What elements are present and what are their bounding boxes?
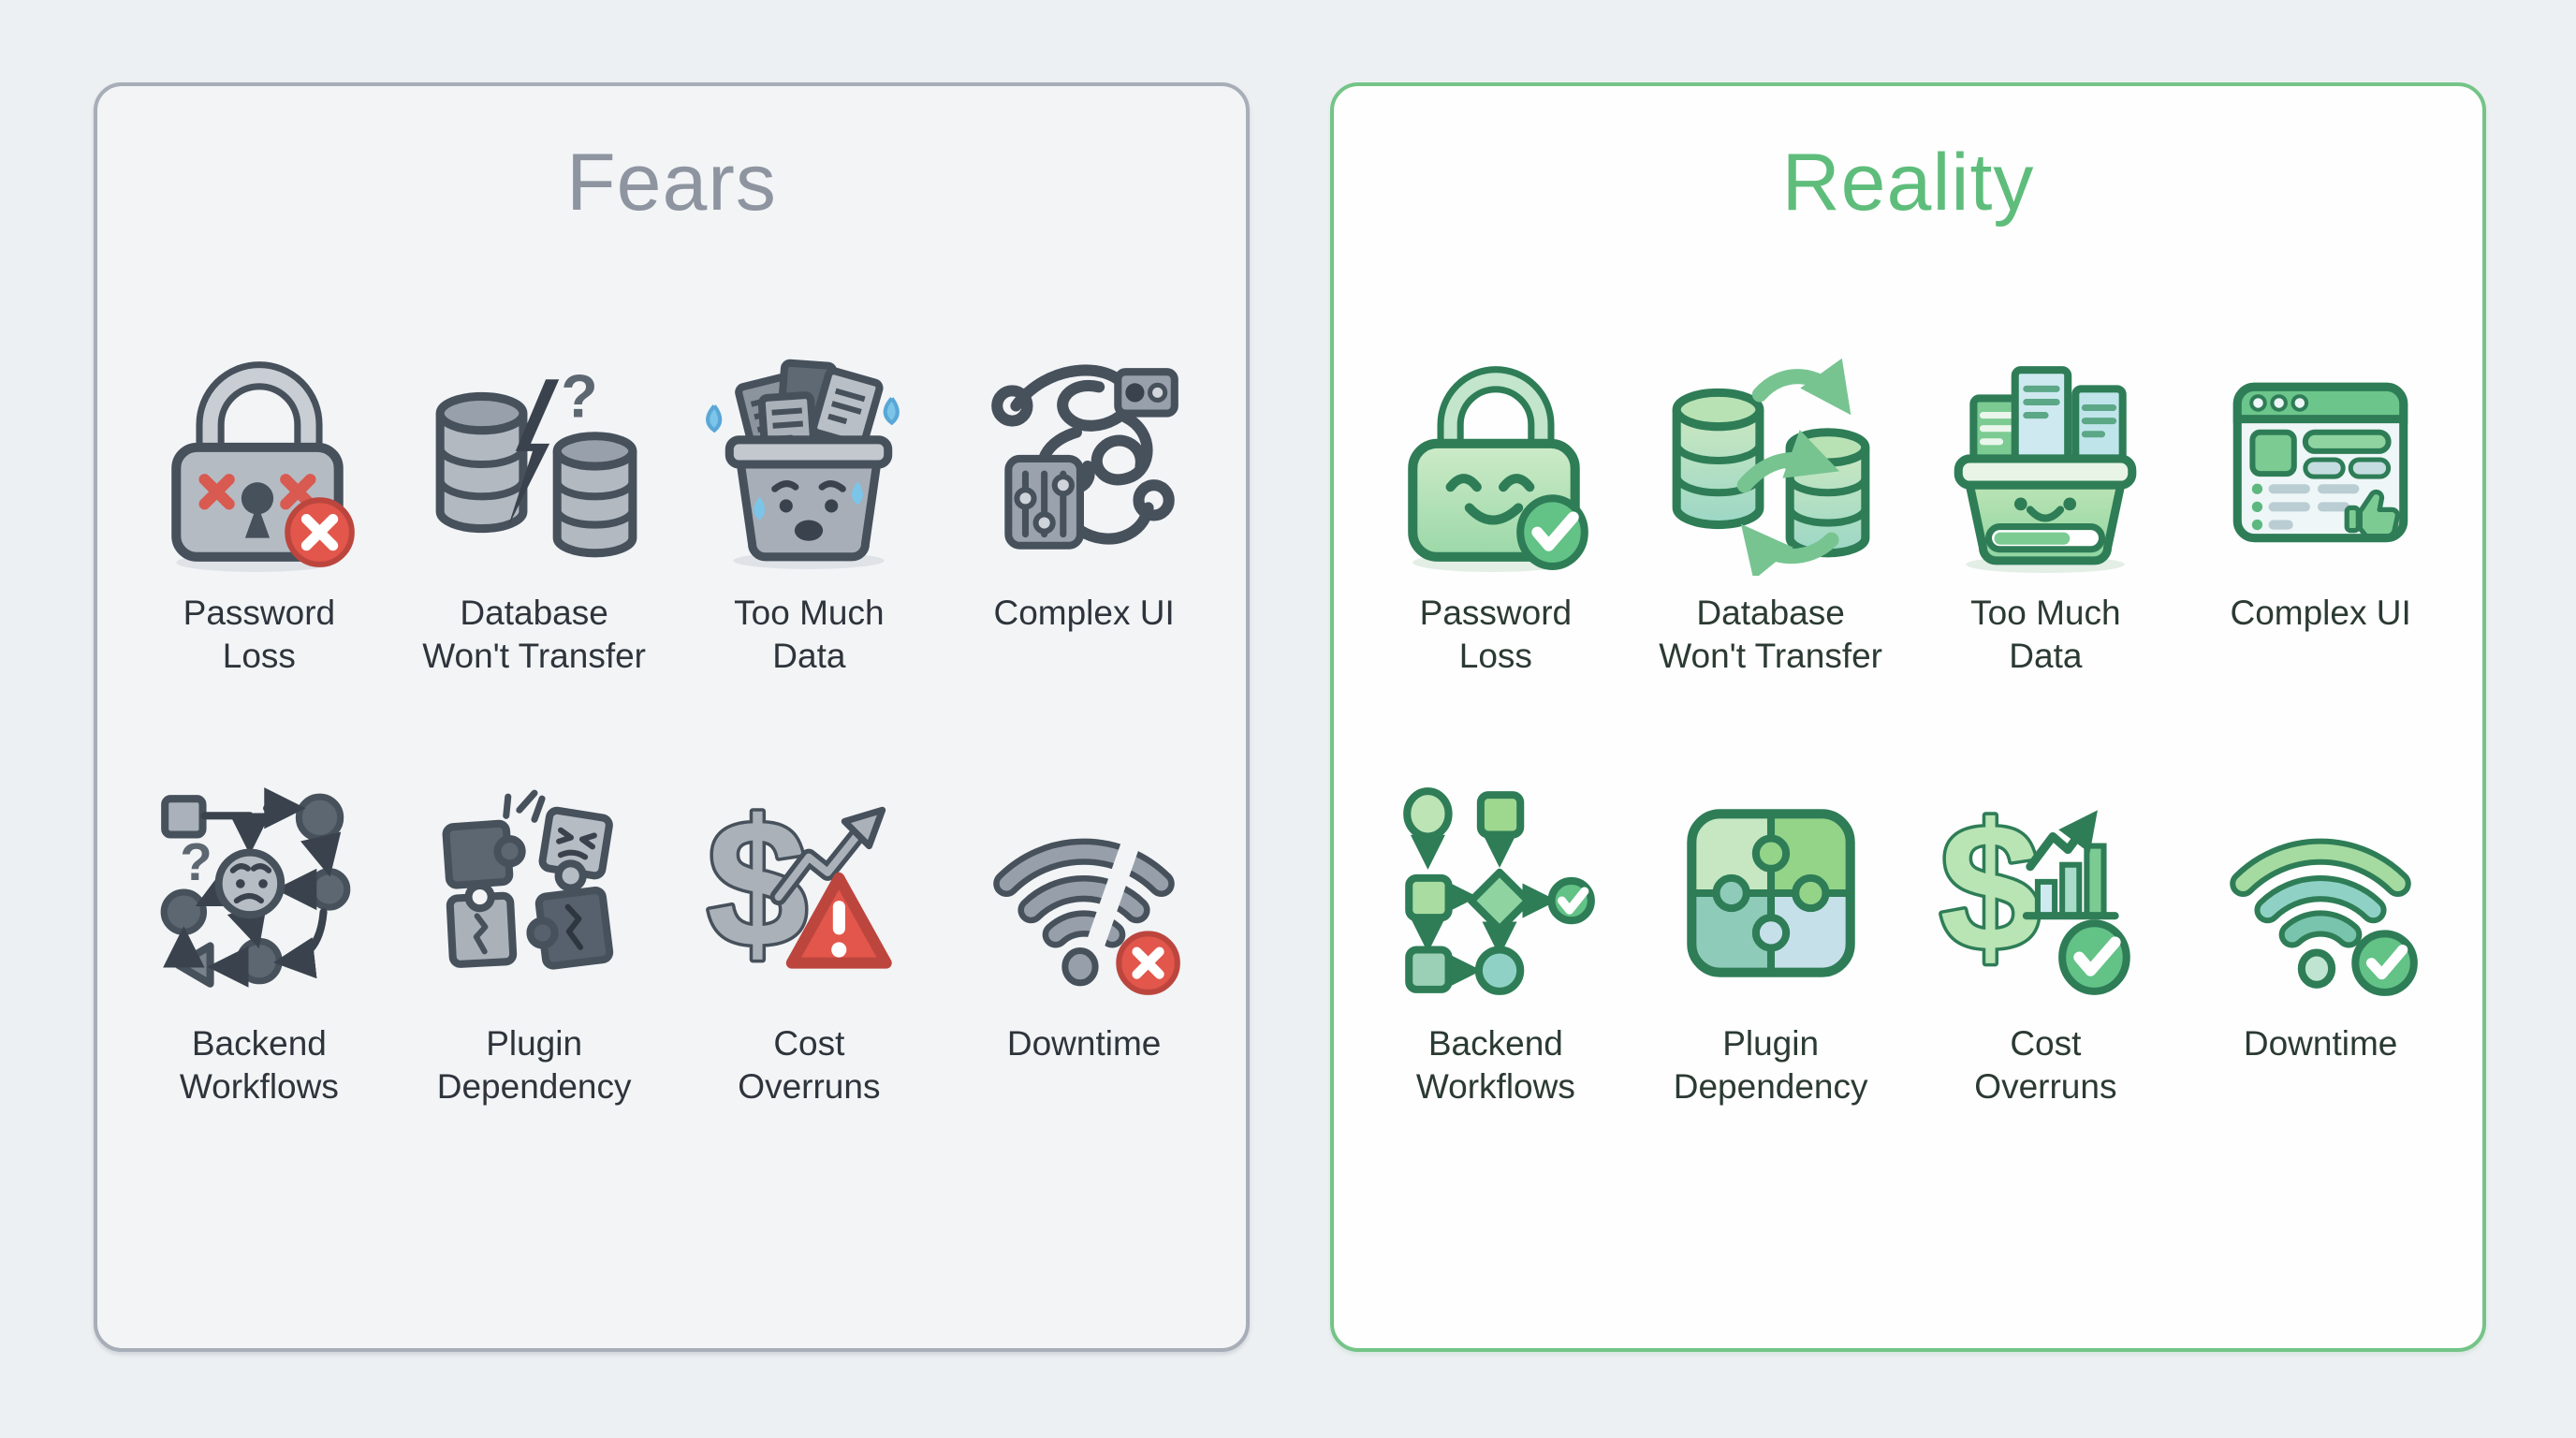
cost-approved-icon: $	[1927, 775, 2163, 1011]
item-label: Password Loss	[183, 594, 336, 676]
reality-panel: Reality	[1330, 82, 2486, 1352]
item-label: Database Won't Transfer	[1659, 594, 1882, 676]
item-label: Complex UI	[993, 594, 1175, 633]
wifi-online-icon	[2203, 775, 2438, 1011]
item-label: Plugin Dependency	[436, 1024, 632, 1106]
broken-puzzle-icon	[417, 775, 652, 1011]
item-label: Password Loss	[1419, 594, 1573, 676]
item-label: Backend Workflows	[1415, 1024, 1575, 1106]
reality-card-complex-ui: Complex UI	[2183, 345, 2458, 678]
reality-card-password-loss: Password Loss	[1358, 345, 1633, 678]
reality-card-plugin-dependency: Plugin Dependency	[1633, 775, 1909, 1108]
organized-data-icon	[1927, 345, 2163, 580]
fear-card-plugin-dependency: Plugin Dependency	[397, 775, 672, 1108]
item-label: Too Much Data	[734, 594, 885, 676]
reality-card-cost-overruns: $ Cost Overruns	[1909, 775, 2184, 1108]
svg-text:?: ?	[180, 832, 212, 891]
item-label: Database Won't Transfer	[422, 594, 646, 676]
database-broken-icon: ?	[417, 345, 652, 580]
fear-card-backend-workflows: ?	[122, 775, 397, 1108]
fears-title: Fears	[566, 138, 777, 227]
item-label: Backend Workflows	[179, 1024, 339, 1106]
tangled-wires-icon	[966, 345, 1202, 580]
reality-grid: Password Loss	[1334, 345, 2482, 1108]
reality-card-downtime: Downtime	[2183, 775, 2458, 1108]
svg-text:$: $	[1939, 787, 2041, 990]
svg-text:?: ?	[561, 363, 597, 431]
fear-card-downtime: Downtime	[946, 775, 1222, 1108]
fears-grid: Password Loss ? Database Won't Tra	[97, 345, 1246, 1108]
reality-title: Reality	[1781, 138, 2035, 227]
overflowing-bin-icon	[691, 345, 927, 580]
messy-flowchart-icon: ?	[141, 775, 377, 1011]
lock-secure-icon	[1378, 345, 1614, 580]
fear-card-too-much-data: Too Much Data	[672, 345, 947, 678]
reality-card-database: Database Won't Transfer	[1633, 345, 1909, 678]
database-sync-icon	[1653, 345, 1889, 580]
thumbs-up-glyph	[2344, 490, 2401, 539]
cost-warning-icon: $	[691, 775, 927, 1011]
item-label: Too Much Data	[1970, 594, 2121, 676]
reality-card-backend-workflows: Backend Workflows	[1358, 775, 1633, 1108]
fear-card-database: ? Database Won't Transfer	[397, 345, 672, 678]
fear-card-password-loss: Password Loss	[122, 345, 397, 678]
fear-card-complex-ui: Complex UI	[946, 345, 1222, 678]
fear-card-cost-overruns: $ Cost Overruns	[672, 775, 947, 1108]
item-label: Cost Overruns	[1974, 1024, 2117, 1106]
item-label: Downtime	[2243, 1024, 2398, 1064]
connected-puzzle-icon	[1653, 775, 1889, 1011]
lock-crossed-icon	[141, 345, 377, 580]
item-label: Complex UI	[2230, 594, 2411, 633]
item-label: Cost Overruns	[738, 1024, 881, 1106]
wifi-offline-icon	[966, 775, 1202, 1011]
clean-ui-icon	[2203, 345, 2438, 580]
reality-card-too-much-data: Too Much Data	[1909, 345, 2184, 678]
fears-panel: Fears Pas	[94, 82, 1250, 1352]
clean-flowchart-icon	[1378, 775, 1614, 1011]
item-label: Downtime	[1006, 1024, 1162, 1064]
item-label: Plugin Dependency	[1673, 1024, 1868, 1106]
